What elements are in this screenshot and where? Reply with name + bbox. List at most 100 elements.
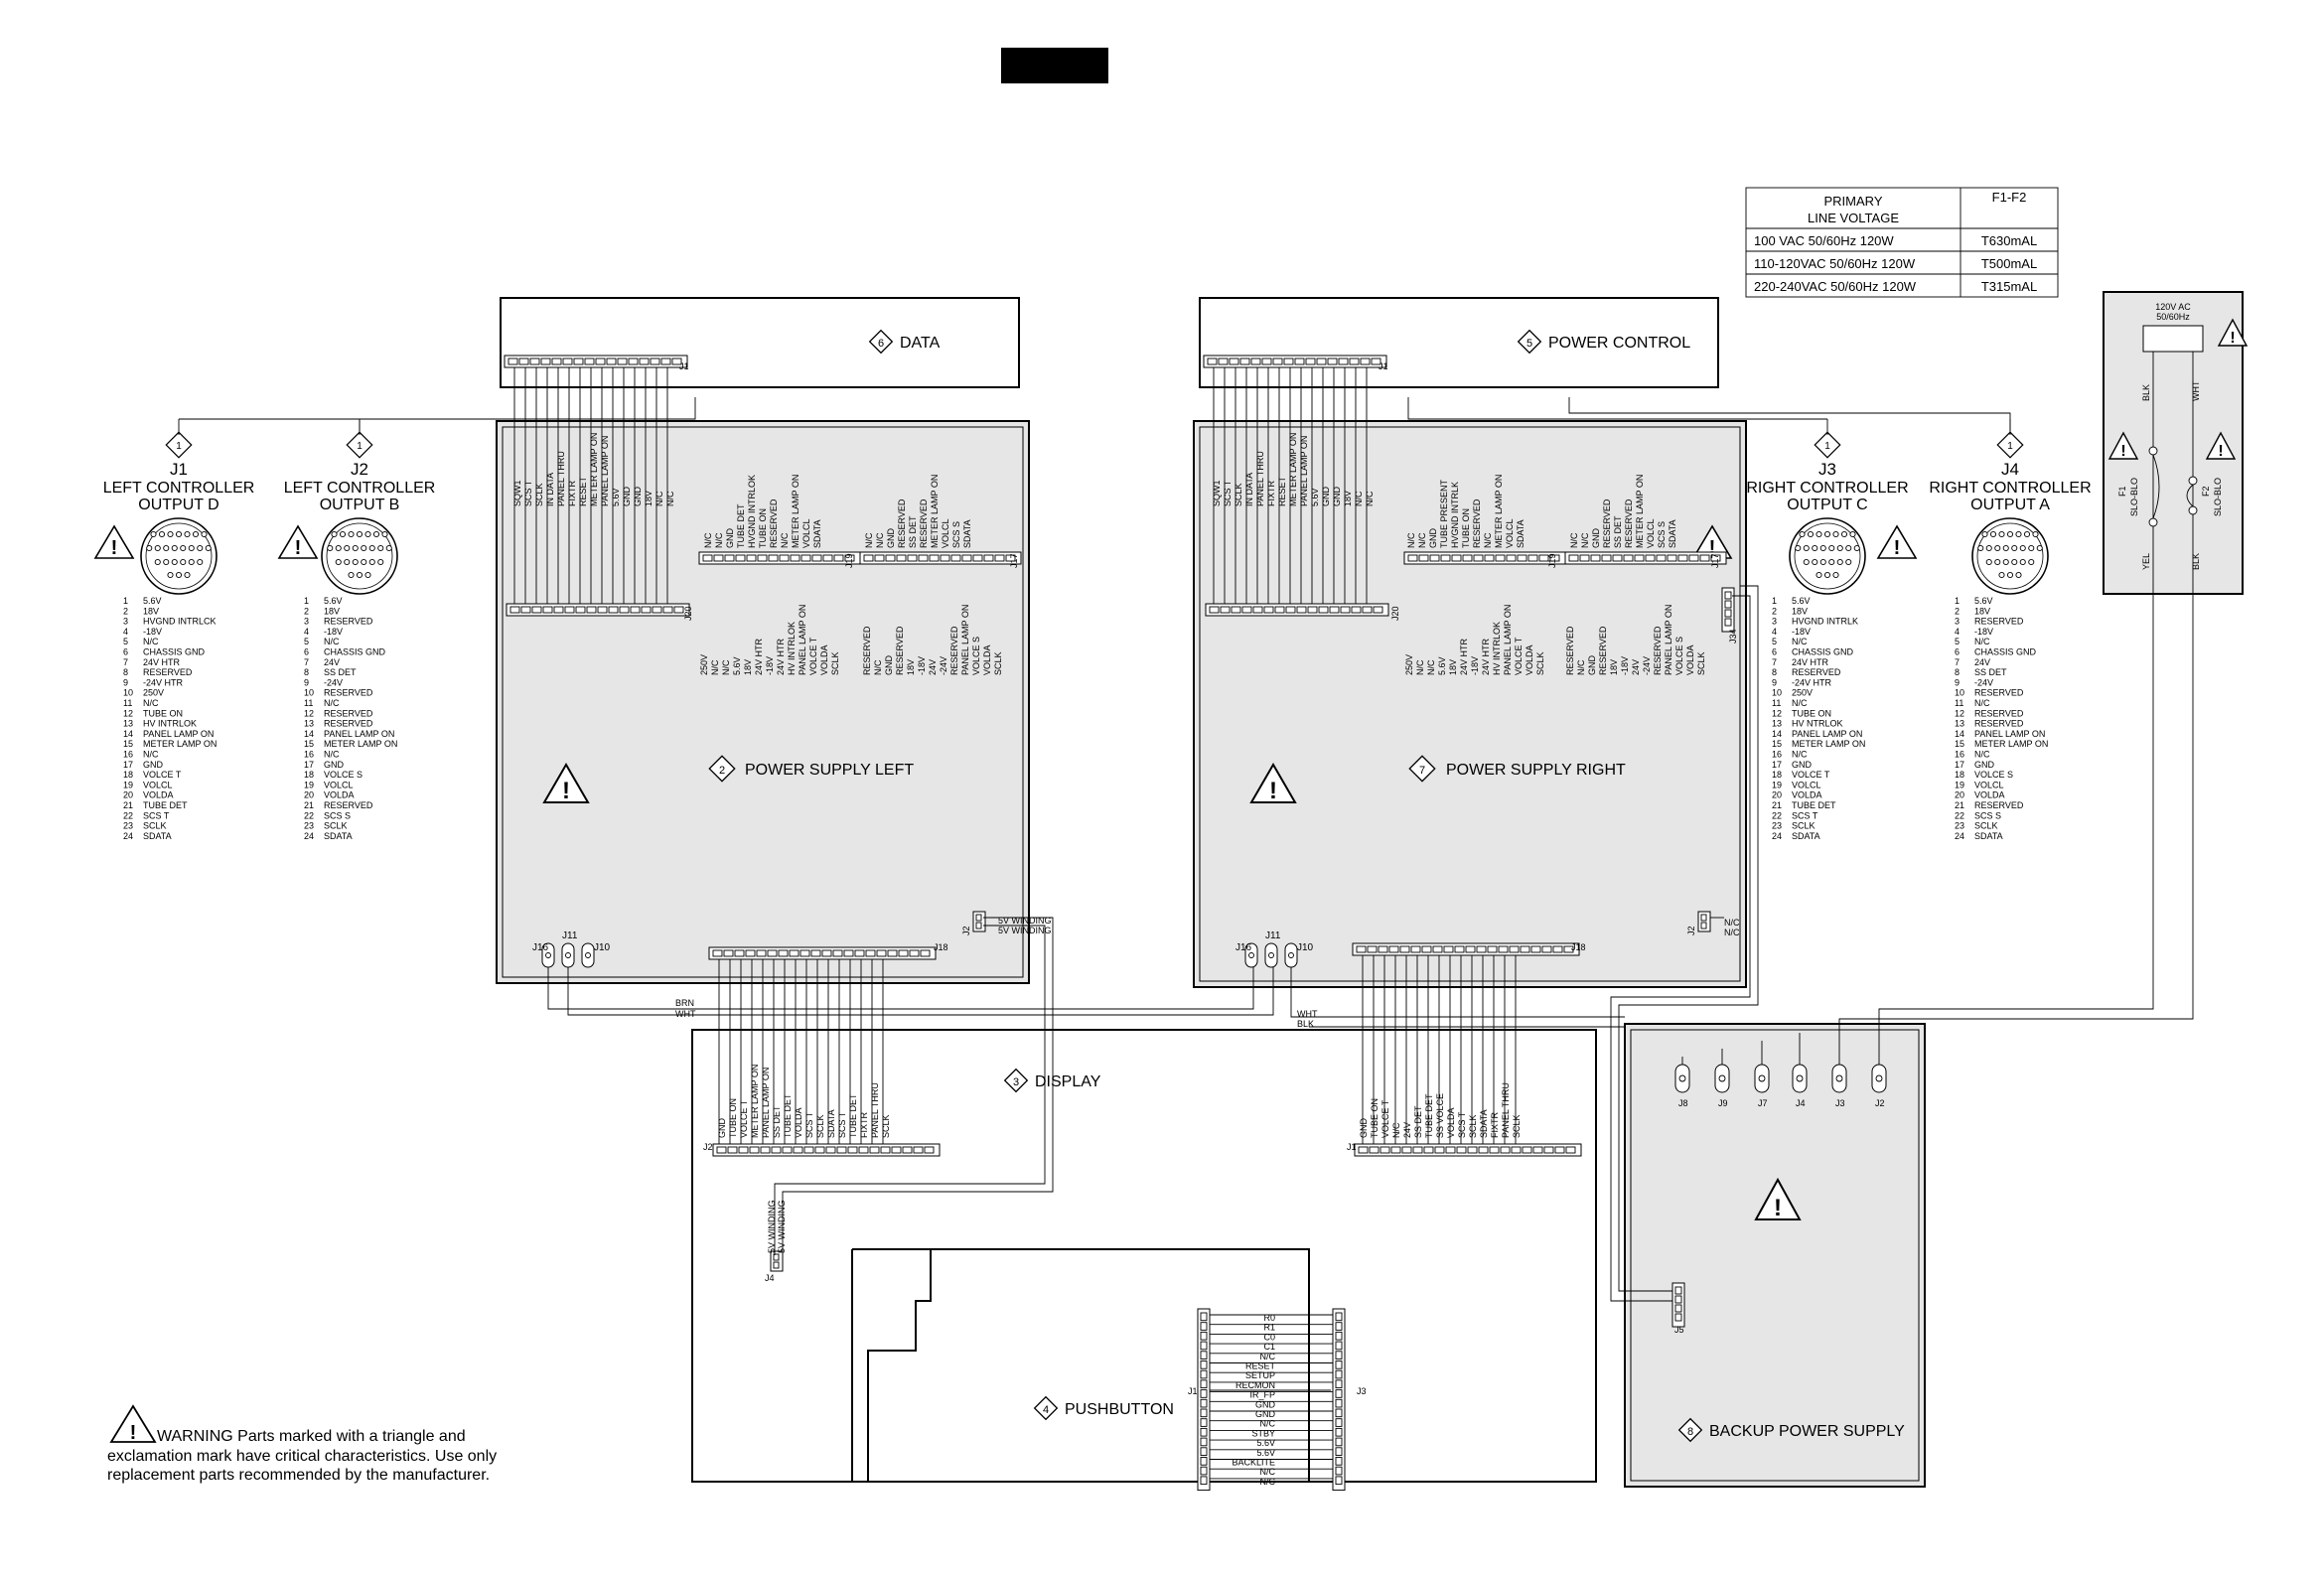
pin-number: 19 [304, 780, 314, 789]
pin [1440, 554, 1451, 562]
connector-pin [146, 544, 153, 552]
signal-label: VOLCL [1646, 518, 1656, 548]
table-cell: T630mAL [1981, 233, 2037, 248]
pushbutton-signal: GND [1255, 1399, 1276, 1409]
pin [735, 554, 746, 562]
wire-5v-winding [774, 925, 1046, 1255]
pin [898, 949, 909, 957]
pushbutton-j1-strip [1197, 1308, 1211, 1492]
wire-inlet [1878, 596, 2154, 1065]
pin [1316, 358, 1327, 365]
svg-text:!: ! [1709, 537, 1716, 559]
pin [1335, 1457, 1343, 1466]
pin [1724, 591, 1732, 600]
pushbutton-signal: RESET [1245, 1361, 1276, 1371]
pin [1520, 945, 1530, 953]
pin [760, 1146, 771, 1154]
pin-signal: 5.6V [1792, 596, 1811, 606]
pin-number: 14 [1772, 729, 1782, 739]
pin-number: 22 [304, 810, 314, 820]
pin [821, 949, 832, 957]
connector-pin [1832, 530, 1839, 538]
svg-text:!: ! [1894, 537, 1901, 559]
pushbutton-signal: N/C [1260, 1477, 1276, 1487]
pin-signal: VOLCL [1974, 780, 2004, 789]
pin-signal: SCLK [1974, 821, 1998, 831]
controller-diamond: 1 [1996, 431, 2024, 459]
spade-lug [1754, 1064, 1770, 1093]
signal-label: TUBE ON [1370, 1098, 1380, 1138]
pin [702, 554, 713, 562]
pin [814, 1146, 825, 1154]
signal-label: -18V [1470, 656, 1480, 675]
pin [1200, 1476, 1208, 1486]
svg-text:J4: J4 [1796, 1098, 1806, 1108]
pin-number: 8 [304, 667, 309, 677]
pin [811, 554, 822, 562]
pin [790, 554, 800, 562]
pin [1724, 600, 1732, 609]
pin-signal: VOLCE T [143, 770, 182, 780]
signal-label: VOLCL [801, 518, 811, 548]
pin-signal: SCLK [324, 821, 348, 831]
pin [1500, 1146, 1511, 1154]
svg-text:J7: J7 [1758, 1098, 1768, 1108]
display-j2-strip [712, 1143, 941, 1157]
pin-number: 17 [304, 760, 314, 770]
signal-label: SDATA [1668, 519, 1677, 548]
pin [1380, 1146, 1390, 1154]
pin-number: 7 [1772, 657, 1777, 667]
connector-pin [163, 544, 170, 552]
signal-label: VOLCE T [739, 1099, 749, 1138]
signal-label: HV INTRLOK [787, 622, 797, 675]
pin [1371, 358, 1381, 365]
pin [1399, 945, 1410, 953]
svg-text:J16: J16 [532, 942, 549, 953]
pin-number: 19 [123, 780, 133, 789]
signal-label: 24V HTR [1459, 638, 1469, 675]
pin [1340, 606, 1351, 614]
pin [1272, 358, 1283, 365]
connector-pin [1977, 544, 1984, 552]
pin-number: 1 [123, 596, 128, 606]
signal-label: N/C [1406, 532, 1416, 548]
pin [1335, 1389, 1343, 1398]
signal-label: TUBE PRESENT [1439, 479, 1449, 548]
connector-pin [364, 530, 371, 538]
signal-label: SQW1 [512, 480, 522, 506]
signal-label: FIXTR [1490, 1112, 1500, 1138]
pin [1335, 1360, 1343, 1369]
pin [1005, 554, 1016, 562]
svg-text:J3: J3 [1357, 1386, 1367, 1396]
pin [800, 554, 811, 562]
pin-signal: SDATA [324, 831, 353, 841]
connector-pin [154, 544, 161, 552]
spade-lug [581, 942, 595, 968]
pin [793, 1146, 803, 1154]
signal-label: GND [717, 1118, 727, 1139]
pin-number: 14 [1955, 729, 1964, 739]
pin-signal: 24V [324, 657, 340, 667]
pin [508, 358, 518, 365]
svg-text:J2: J2 [703, 1142, 713, 1152]
pin [1412, 1146, 1423, 1154]
svg-text:J2: J2 [961, 926, 971, 935]
pin [1388, 945, 1399, 953]
pin-number: 22 [123, 810, 133, 820]
table-header-primary: PRIMARY [1824, 194, 1883, 209]
connector-pin [1994, 544, 2001, 552]
connector-pin [2032, 530, 2039, 538]
psu-right-j19-strip [1403, 551, 1566, 565]
pin [1335, 1476, 1343, 1486]
pin [1517, 554, 1527, 562]
signal-label: -24V [1642, 656, 1652, 675]
connector-pin [163, 558, 170, 566]
pin-signal: -24V HTR [1792, 677, 1832, 687]
pin [1473, 554, 1484, 562]
pin-number: 22 [1772, 810, 1782, 820]
display-j1-strip [1354, 1143, 1582, 1157]
svg-text:!: ! [1774, 1195, 1782, 1221]
pin [1335, 1447, 1343, 1456]
pin [1351, 606, 1362, 614]
data-board [500, 297, 1020, 388]
